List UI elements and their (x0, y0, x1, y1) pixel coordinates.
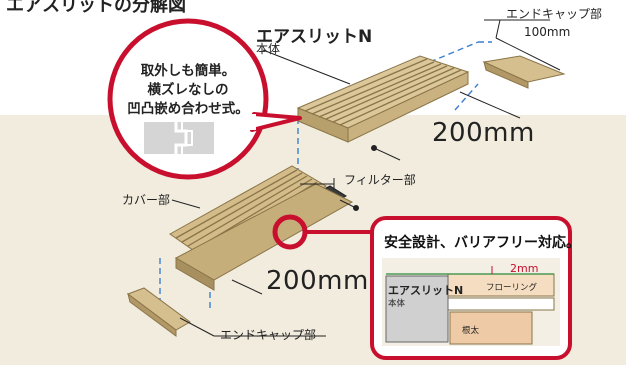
end-cap-bottom-part (126, 287, 191, 337)
lower-length-dimension (231, 199, 359, 295)
joist-label: 根太 (462, 326, 480, 336)
safety-title: 安全設計、バリアフリー対応。 (384, 235, 580, 251)
callout-line-1: 取外しも簡単。 (140, 63, 236, 79)
end-cap-dimension-label: 100mm (524, 25, 571, 39)
section-body-label: 本体 (388, 299, 406, 309)
diagram-heading: エアスリットの分解図 (6, 0, 186, 16)
leader-lines (171, 49, 351, 337)
main-length-label: 200mm (432, 118, 535, 148)
left-callout-text: 取外しも簡単。 横ズレなしの 凹凸嵌め合わせ式。 (112, 62, 264, 119)
right-callout-box (370, 216, 572, 360)
main-body-grille (296, 55, 470, 143)
lower-frame (174, 183, 354, 291)
end-cap-top-part (482, 55, 566, 89)
end-cap-top-label: エンドキャップ部 (506, 7, 603, 21)
callout-line-2: 横ズレなしの (147, 82, 229, 98)
section-product-label: エアスリットN (388, 284, 464, 297)
main-body-label: 本体 (256, 42, 281, 56)
main-product-label: エアスリットN (256, 27, 373, 47)
flooring-label: フローリング (486, 283, 538, 293)
main-length-dimension (371, 91, 521, 161)
lower-length-label: 200mm (266, 266, 369, 296)
end-cap-bottom-label: エンドキャップ部 (220, 328, 317, 342)
gap-label: 2mm (510, 262, 539, 275)
callout-line-3: 凹凸嵌め合わせ式。 (127, 101, 249, 117)
cover-part-label: カバー部 (122, 193, 171, 207)
end-cap-dimension-line (484, 19, 561, 71)
filter-part-label: フィルター部 (344, 173, 416, 187)
interlock-icon (144, 122, 214, 154)
